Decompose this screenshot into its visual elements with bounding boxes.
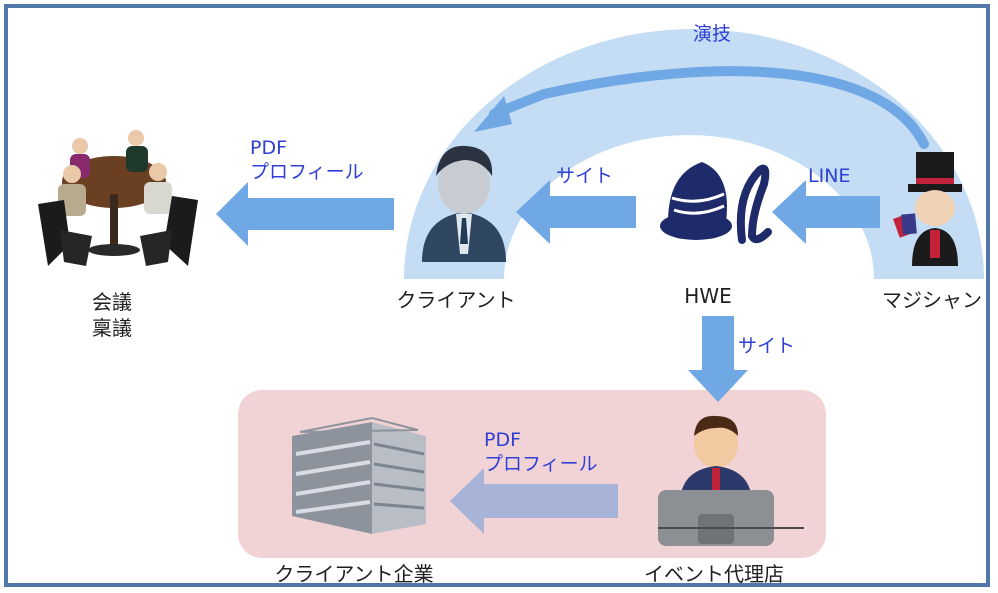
event-agency-person-icon — [658, 415, 804, 546]
node-label-event-agency: イベント代理店 — [644, 562, 784, 586]
node-label-hwe: HWE — [684, 284, 732, 308]
edge-label-hwe-to-agency: サイト — [738, 335, 796, 357]
diagram-frame — [4, 4, 990, 587]
arrow-hwe-to-agency — [688, 316, 748, 402]
node-label-meeting-line1: 会議 — [92, 290, 132, 314]
edge-label-client-to-meeting-line1: PDF — [250, 137, 288, 159]
magician-icon — [893, 152, 962, 266]
node-label-client: クライアント — [396, 288, 516, 312]
edge-label-hwe-to-client: サイト — [556, 165, 614, 187]
node-label-meeting-line2: 稟議 — [92, 316, 132, 340]
node-label-client-company: クライアント企業 — [274, 562, 434, 586]
diagram-canvas — [38, 29, 984, 558]
playing-cards-icon — [893, 213, 917, 238]
arrow-magician-to-hwe — [772, 180, 880, 244]
client-icon — [422, 145, 506, 262]
edge-label-performance: 演技 — [692, 23, 732, 45]
node-label-magician: マジシャン — [882, 288, 982, 312]
arrow-hwe-to-client — [516, 180, 636, 244]
performance-arrow — [489, 66, 929, 149]
edge-label-client-to-meeting-line2: プロフィール — [250, 161, 364, 183]
edge-label-magician-to-hwe: LINE — [808, 165, 851, 187]
hwe-logo-icon — [660, 162, 772, 244]
office-building-icon — [292, 416, 426, 534]
arrow-agency-to-company — [450, 468, 618, 534]
meeting-icon — [38, 130, 198, 266]
edge-label-agency-to-company-line2: プロフィール — [484, 453, 598, 475]
performance-arrow-head — [474, 96, 512, 132]
arrow-client-to-meeting — [216, 182, 394, 246]
edge-label-agency-to-company-line1: PDF — [484, 429, 522, 451]
